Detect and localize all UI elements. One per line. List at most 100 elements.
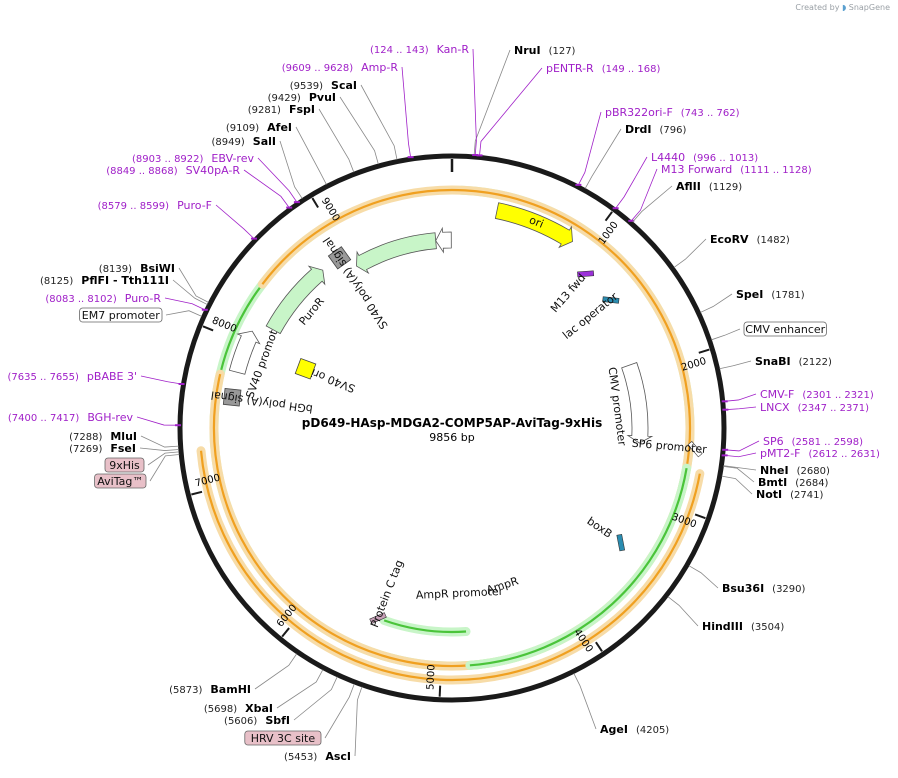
site-pmt2-f-label: pMT2-F (2612 .. 2631) (760, 447, 880, 460)
site-pbabe-3-name: pBABE 3' (87, 370, 137, 383)
site-aflii-leader (632, 185, 673, 223)
site-ecorv-label: EcoRV(1482) (710, 233, 790, 246)
site-pmt2-f-name: pMT2-F (760, 447, 801, 460)
site-pbr322ori-f-name: pBR322ori-F (605, 106, 673, 119)
site-bsu36i-label: Bsu36I(3290) (722, 582, 806, 595)
site-bsu36i-name: Bsu36I (722, 582, 764, 595)
site-bgh-rev-name: BGH-rev (87, 411, 133, 424)
tick-mark (698, 348, 710, 354)
site-bmti-label: BmtI(2684) (758, 476, 829, 489)
site-asci-pos: (5453) (284, 752, 317, 763)
site-agei-pos: (4205) (636, 725, 669, 736)
site-kan-r-leader (472, 48, 477, 156)
feature-boxb (616, 533, 626, 552)
site-kan-r-name: Kan-R (437, 43, 470, 56)
site-mlui-pos: (7288) (69, 432, 102, 443)
site-sali-leader (279, 140, 303, 199)
site-pvui-leader (339, 96, 379, 165)
site-bamhi-label: (5873)BamHI (169, 683, 251, 696)
feature-ori (494, 202, 573, 249)
feature-sv40-ori (294, 357, 317, 380)
site-9xhis-box (104, 457, 145, 473)
site-afei-leader (295, 126, 327, 185)
feature-bgh-poly-a-signal (222, 387, 242, 407)
site-hindiii-pos: (3504) (751, 622, 784, 633)
site-afei-label: (9109)AfeI (226, 121, 292, 134)
site-pbr322ori-f-label: pBR322ori-F(743 .. 762) (605, 106, 740, 119)
site-nrui-leader (473, 49, 511, 155)
site-nhei-leader (723, 465, 757, 471)
site-ecorv-leader (673, 238, 707, 268)
site-fsei-leader (139, 447, 179, 451)
site-cmv-enhancer-box (743, 321, 827, 337)
orange-orf-big (199, 450, 701, 682)
site-label-layer: NruI(127)pENTR-R(149 .. 168)pBR322ori-F(… (8, 43, 881, 763)
site-lncx-leader (725, 406, 757, 411)
site-noti-name: NotI (756, 488, 782, 501)
site-sbfi-name: SbfI (265, 714, 290, 727)
site-hindiii-label: HindIII(3504) (702, 620, 784, 633)
site-em7-promoter-box (79, 307, 163, 323)
site-spei-label: SpeI(1781) (736, 288, 805, 301)
site-pentr-r-pos: (149 .. 168) (602, 64, 661, 75)
site-pvui-name: PvuI (309, 91, 336, 104)
site-9xhis-name: 9xHis (109, 459, 140, 472)
site-sbfi-leader (293, 676, 338, 721)
site-l4440-leader (615, 156, 648, 209)
site-puro-r-pos: (8083 .. 8102) (45, 294, 117, 305)
site-pflfi-tth111i-label: (8125)PflFI - Tth111I (40, 274, 169, 287)
site-nrui-pos: (127) (549, 46, 576, 57)
site-9xhis-leader (147, 451, 180, 466)
site-sv40pa-r-label: (8849 .. 8868)SV40pA-R (106, 164, 240, 177)
site-pvui-pos: (9429) (268, 93, 301, 104)
site-pvui-label: (9429) PvuI (268, 91, 336, 104)
site-pbabe-3-pos: (7635 .. 7655) (8, 372, 80, 383)
site-cmv-f-pos: (2301 .. 2321) (802, 390, 874, 401)
snapgene-logo-icon: ◗ (841, 3, 847, 12)
site-sp6-name: SP6 (763, 435, 784, 448)
site-snabi-leader (719, 360, 752, 370)
plasmid-name: pD649-HAsp-MDGA2-COMP5AP-AviTag-9xHis (302, 416, 602, 430)
site-nrui-label: NruI(127) (514, 44, 576, 57)
site-bsu36i-leader (688, 565, 719, 589)
site-bmti-name: BmtI (758, 476, 787, 489)
plasmid-length: 9856 bp (429, 431, 474, 444)
site-aflii-name: AflII (676, 180, 701, 193)
site-em7-promoter-name: EM7 promoter (82, 309, 160, 322)
site-puro-f-label: (8579 .. 8599)Puro-F (98, 199, 212, 212)
site-pentr-r-leader (479, 67, 543, 156)
site-noti-pos: (2741) (790, 490, 823, 501)
tick-label: 1000 (597, 220, 621, 247)
site-asci-name: AscI (325, 750, 351, 763)
site-amp-r-name: Amp-R (361, 61, 398, 74)
site-bgh-rev-pos: (7400 .. 7417) (8, 413, 80, 424)
site-sp6-label: SP6(2581 .. 2598) (763, 435, 863, 448)
site-bgh-rev-label: (7400 .. 7417) BGH-rev (8, 411, 134, 424)
site-nhei-name: NheI (760, 464, 789, 477)
site-bgh-rev-leader (136, 416, 179, 426)
site-l4440-pos: (996 .. 1013) (693, 153, 758, 164)
feature-sv40-ori-label: SV40 ori (309, 366, 357, 395)
tick-mark (281, 627, 290, 638)
site-bsiwi-name: BsiWI (140, 262, 175, 275)
snapgene-credit: Created by ◗ SnapGene (795, 3, 890, 12)
site-ecorv-pos: (1482) (757, 235, 790, 246)
site-drdi-pos: (796) (660, 125, 687, 136)
site-afei-name: AfeI (267, 121, 292, 134)
tick-mark (311, 197, 319, 208)
site-agei-name: AgeI (600, 723, 628, 736)
site-pflfi-tth111i-name: PflFI - Tth111I (81, 274, 169, 287)
feature-protein-c-tag (369, 612, 387, 625)
site-spei-name: SpeI (736, 288, 763, 301)
site-pentr-r-name: pENTR-R (546, 62, 594, 75)
site-puro-f-leader (215, 204, 255, 239)
site-xbai-pos: (5698) (204, 704, 237, 715)
site-pmt2-f-pos: (2612 .. 2631) (809, 449, 881, 460)
tick-mark (694, 513, 706, 520)
site-asci-label: (5453) AscI (284, 750, 351, 763)
feature-sv40-poly-a-signal (327, 246, 352, 270)
tick-label: 8000 (210, 315, 238, 335)
tick-label: 9000 (319, 196, 342, 223)
backbone-outer-ring (177, 153, 727, 703)
